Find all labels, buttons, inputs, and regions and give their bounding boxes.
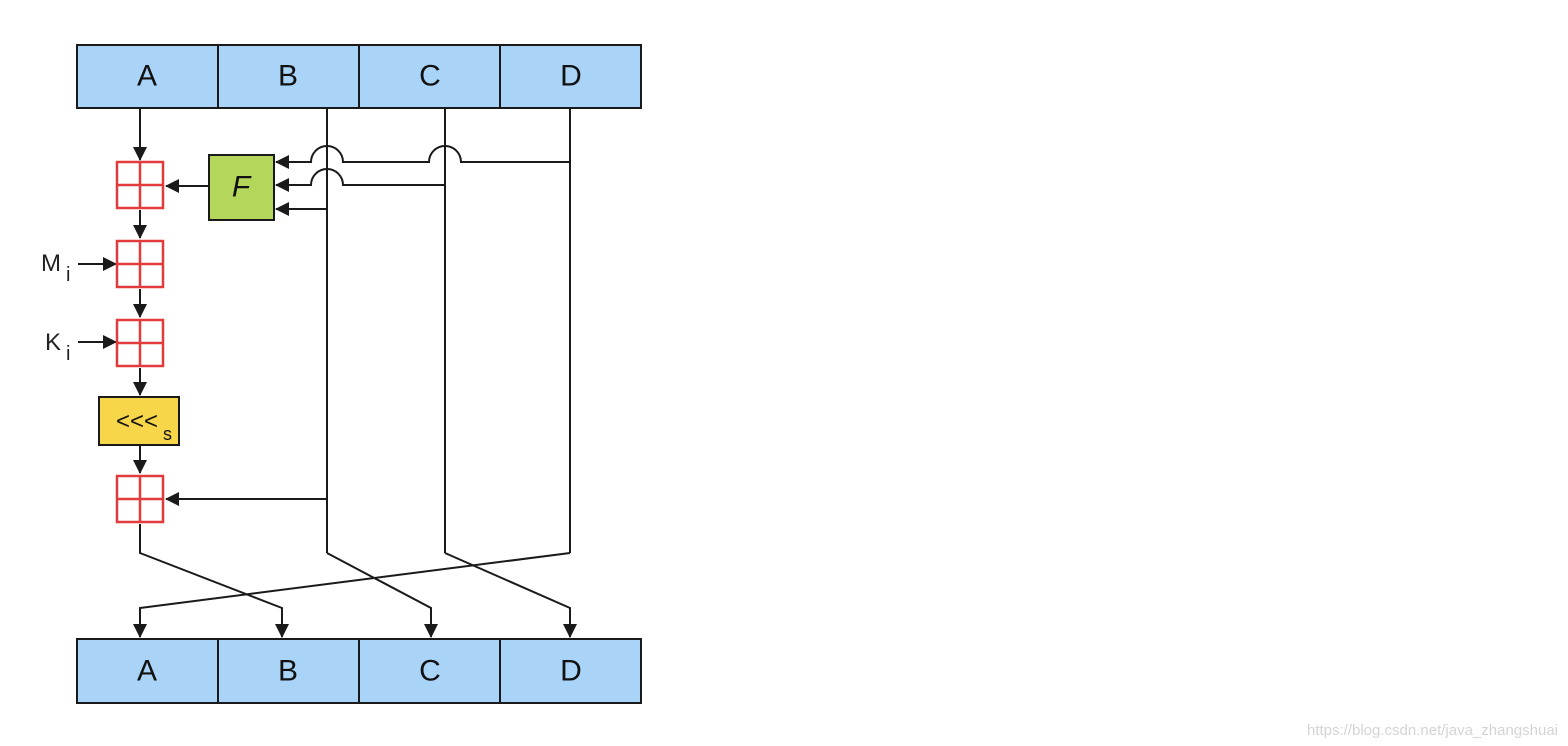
rotate-subscript: s [163, 424, 172, 444]
input-cell-a: A [76, 44, 219, 109]
function-f-label: F [232, 171, 252, 204]
wire-result-to-out-b [139, 524, 289, 638]
output-cell-b-label: B [278, 655, 298, 688]
message-subscript: i [66, 264, 70, 286]
input-cell-c: C [358, 44, 501, 109]
input-cell-b-label: B [278, 60, 298, 93]
output-cell-c: C [358, 638, 501, 704]
rotate-box: <<< s [98, 396, 180, 446]
input-cell-d: D [499, 44, 642, 109]
key-input-label: K i [45, 329, 70, 365]
adder-3 [115, 318, 165, 368]
watermark-text: https://blog.csdn.net/java_zhangshuai [1307, 722, 1558, 739]
adder-4 [115, 474, 165, 524]
input-cell-a-label: A [137, 60, 157, 93]
output-cell-d: D [499, 638, 642, 704]
output-cell-c-label: C [419, 655, 441, 688]
adder-2 [115, 239, 165, 289]
input-register: A B C D [76, 44, 642, 109]
rotate-label: <<< [116, 408, 158, 435]
output-cell-b: B [217, 638, 360, 704]
message-label: M [41, 250, 61, 277]
wire-d-to-f [275, 145, 570, 169]
input-cell-b: B [217, 44, 360, 109]
input-cell-d-label: D [560, 60, 582, 93]
adder-1 [115, 160, 165, 210]
wire-c-to-out-d [444, 552, 577, 638]
function-f-box: F [208, 154, 275, 221]
output-cell-d-label: D [560, 655, 582, 688]
key-subscript: i [66, 343, 70, 365]
input-cell-c-label: C [419, 60, 441, 93]
message-input-label: M i [41, 250, 70, 286]
wire-c-to-f [275, 168, 445, 192]
output-register: A B C D [76, 638, 642, 704]
output-cell-a: A [76, 638, 219, 704]
key-label: K [45, 329, 61, 356]
output-cell-a-label: A [137, 655, 157, 688]
wire-b-to-out-c [326, 552, 438, 638]
wire-d-to-out-a [133, 552, 571, 638]
